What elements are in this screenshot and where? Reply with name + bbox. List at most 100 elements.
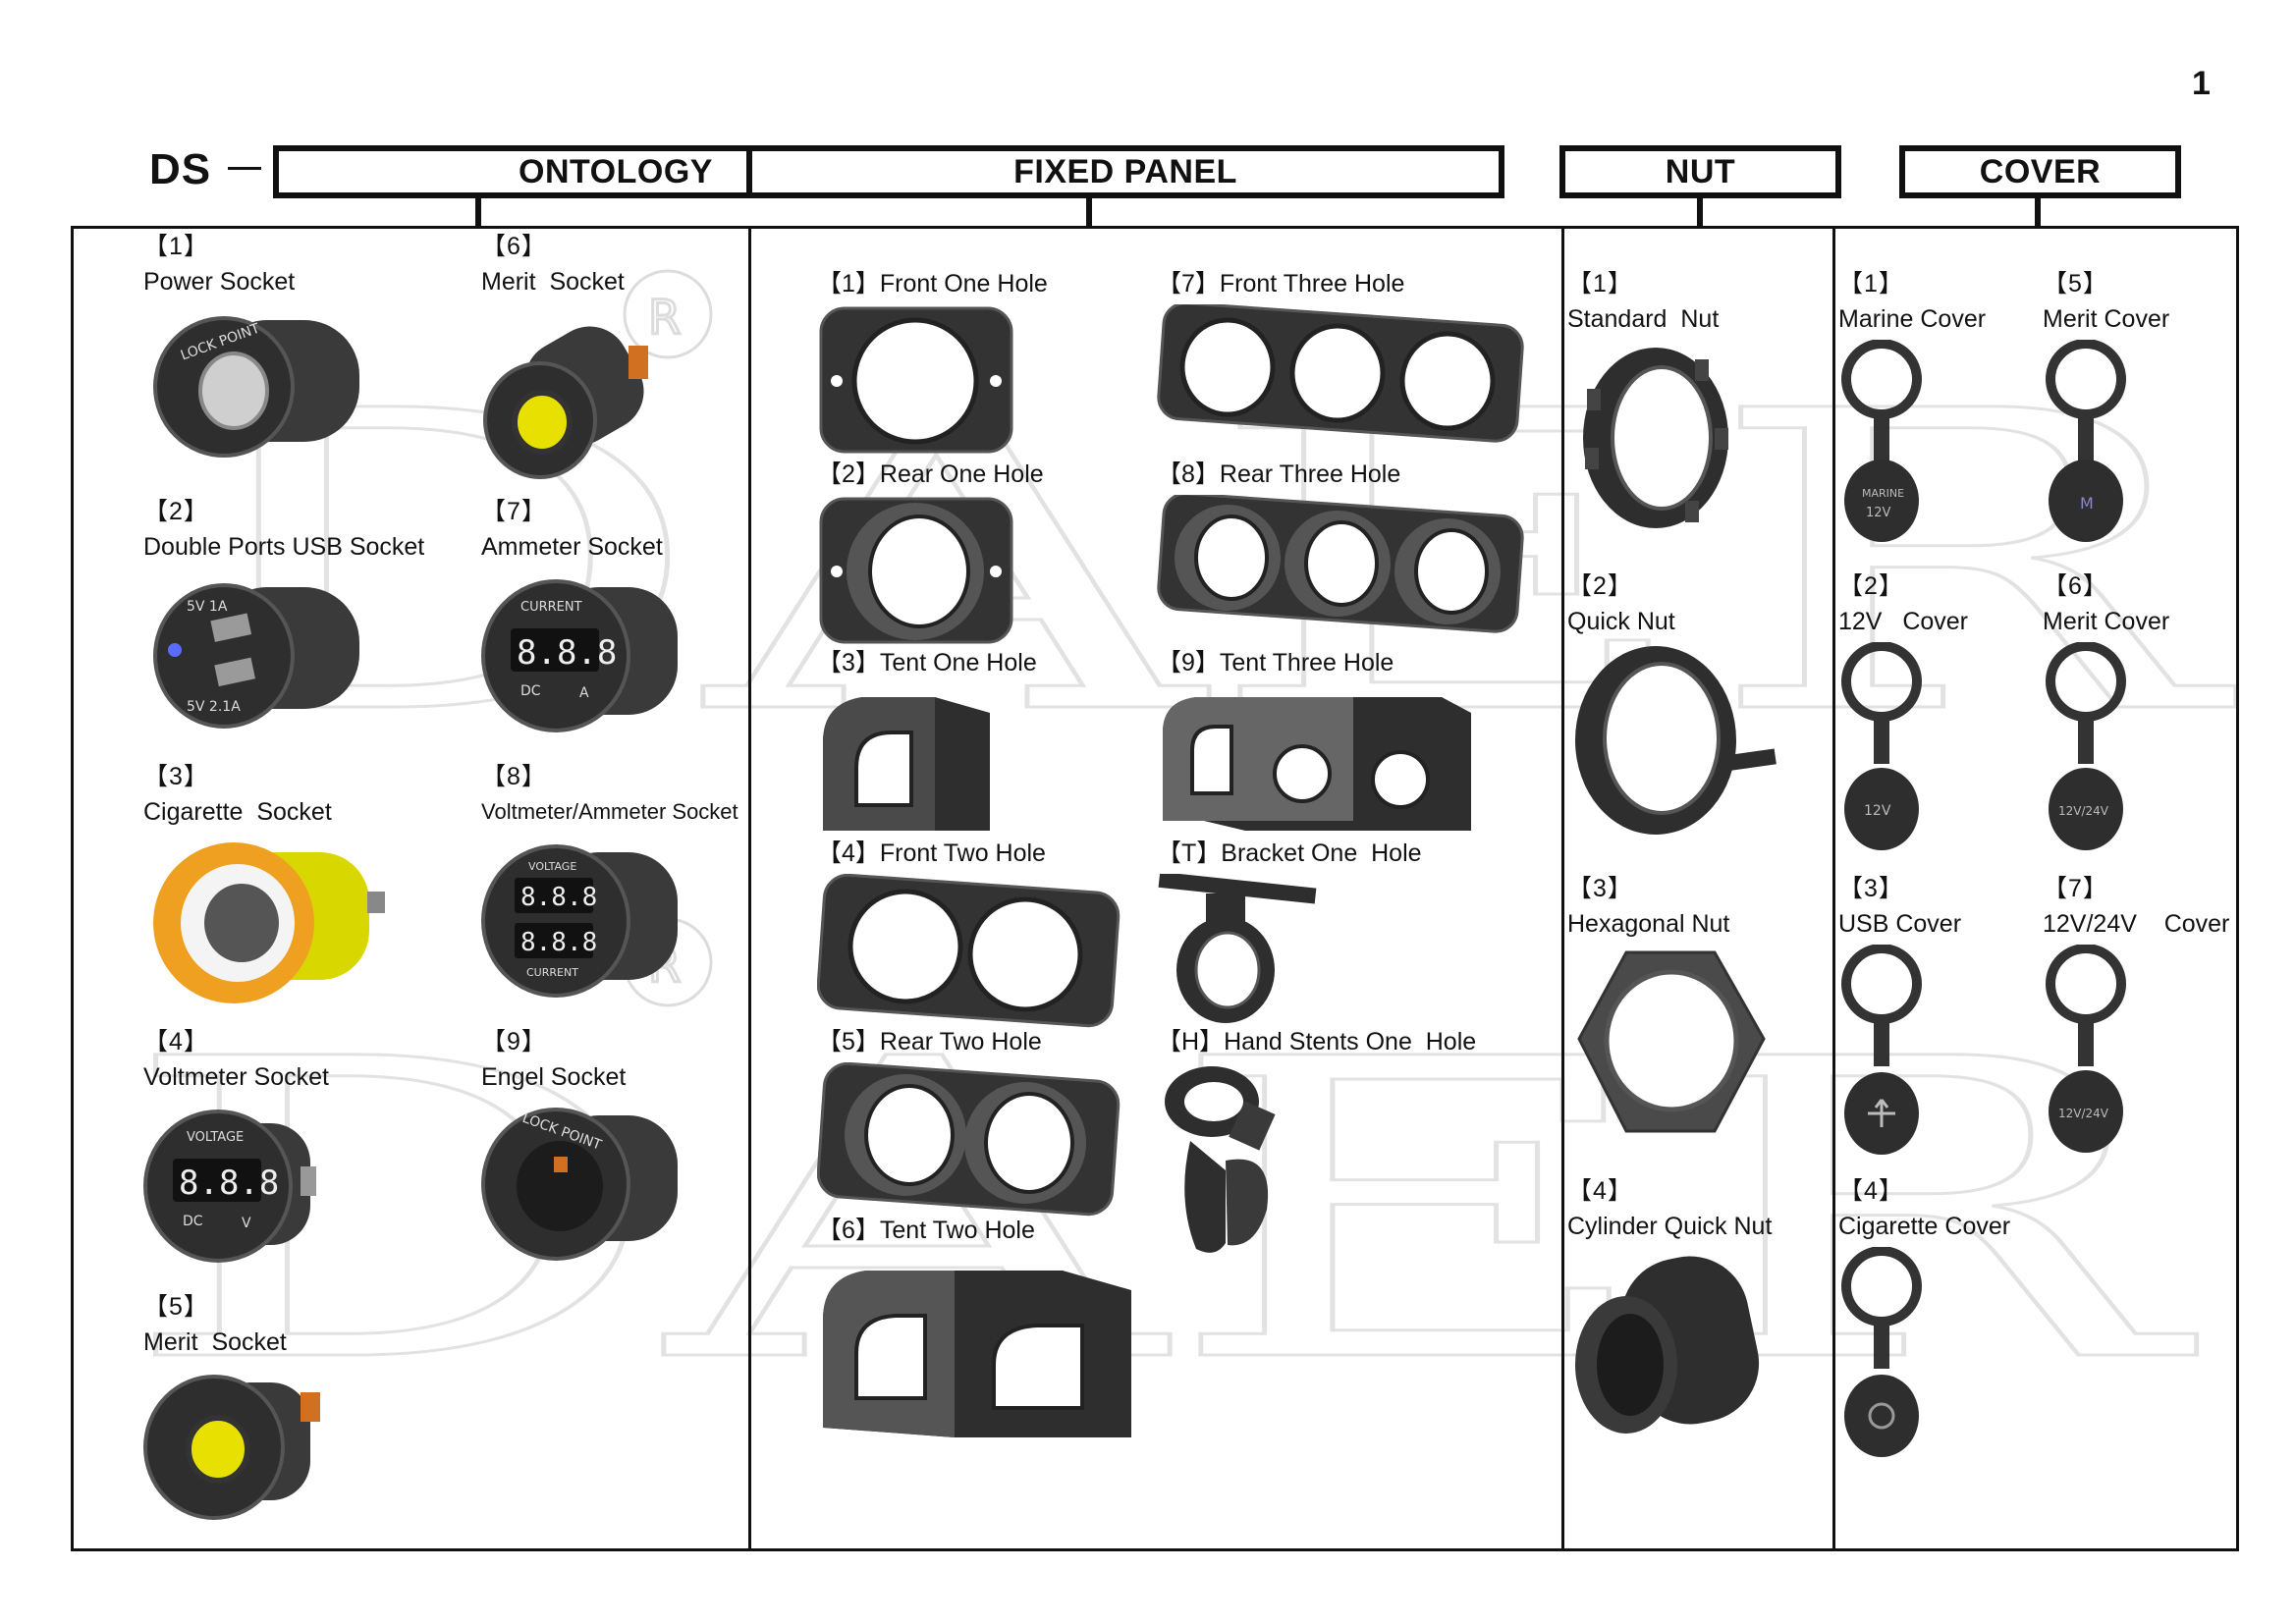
item-name: Rear One Hole (879, 460, 1044, 488)
cover-icon: M (2046, 340, 2126, 542)
item-number: 【1】 (143, 233, 209, 260)
cover-marking: MARINE (1862, 487, 1904, 500)
item-number: 【9】 (1157, 649, 1220, 677)
page-number: 1 (2192, 65, 2211, 102)
cover-icon: 12V (1841, 642, 1922, 850)
item-name: Quick Nut (1567, 608, 1675, 635)
item-number: 【2】 (817, 460, 880, 488)
item-number: 【7】 (1157, 270, 1220, 298)
item-name: Front Three Hole (1219, 270, 1405, 298)
tent-panel-icon (823, 1271, 1131, 1437)
nut-icon (1577, 950, 1766, 1133)
voltage-label: VOLTAGE (187, 1130, 244, 1145)
item-name: Tent One Hole (879, 649, 1037, 677)
header-connector (2035, 192, 2041, 228)
merit-socket-icon (143, 1375, 320, 1520)
item-number: 【6】 (2043, 572, 2108, 600)
display-digits: 8.8.8 (520, 883, 597, 912)
cover-item-12v-24v-cover: 【7】 12V/24V Cover 12V/24V (2043, 874, 2229, 1170)
voltage-label: VOLTAGE (528, 860, 576, 873)
item-number: 【3】 (143, 763, 209, 790)
cover-icon (1841, 945, 1922, 1155)
panel-item-front-one-hole: 【1】Front One Hole (817, 269, 1048, 461)
cover-item-12v-cover: 【2】 12V Cover 12V (1838, 571, 1968, 868)
usb-rating-21a: 5V 2.1A (187, 699, 241, 715)
cigarette-socket-icon (153, 842, 385, 1003)
section-header-nut: NUT (1559, 145, 1841, 198)
panel-icon (817, 874, 1121, 1028)
section-header-fixed-panel: FIXED PANEL (746, 145, 1504, 198)
panel-item-rear-one-hole: 【2】Rear One Hole (817, 460, 1044, 652)
item-name: Engel Socket (481, 1063, 627, 1091)
item-name: Power Socket (143, 268, 296, 296)
nut-icon (1583, 348, 1728, 528)
item-number: 【8】 (481, 763, 547, 790)
item-name: Rear Two Hole (879, 1028, 1042, 1056)
tent-panel-icon (823, 697, 990, 831)
cover-marking: 12V/24V (2058, 1107, 2109, 1120)
usb-rating-1a: 5V 1A (187, 599, 228, 615)
panel-icon (819, 306, 1013, 454)
item-name: Hexagonal Nut (1567, 910, 1730, 938)
column-divider (1832, 226, 1835, 1551)
item-number: 【3】 (1838, 875, 1904, 902)
item-number: 【3】 (817, 649, 880, 677)
current-label: CURRENT (520, 600, 582, 615)
cover-icon (1841, 1247, 1922, 1457)
cover-item-usb-cover: 【3】 USB Cover (1838, 874, 1961, 1170)
item-name: Merit Cover (2043, 608, 2170, 635)
item-name: Rear Three Hole (1219, 460, 1401, 488)
ontology-item-power-socket: 【1】 Power Socket LOCK POINT (143, 232, 389, 460)
item-name: Cylinder Quick Nut (1567, 1213, 1773, 1240)
nut-item-quick-nut: 【2】 Quick Nut (1567, 571, 1793, 848)
item-name: Tent Two Hole (879, 1217, 1035, 1244)
panel-item-bracket-one-hole: 【T】Bracket One Hole (1157, 839, 1422, 1031)
item-name: Merit Socket (481, 268, 625, 296)
item-name: Ammeter Socket (481, 533, 663, 561)
panel-item-hand-stents-one-hole: 【H】Hand Stents One Hole (1157, 1027, 1476, 1278)
item-number: 【5】 (817, 1028, 880, 1056)
dc-label: DC (183, 1214, 203, 1229)
item-number: 【2】 (1567, 572, 1633, 600)
cover-icon: MARINE 12V (1841, 340, 1922, 542)
bracket-icon (1158, 874, 1317, 1023)
ontology-item-ammeter-socket: 【7】 Ammeter Socket 8.8.8 CURRENT DC A (481, 497, 697, 744)
item-number: 【4】 (143, 1028, 209, 1056)
item-number: 【5】 (143, 1293, 209, 1321)
item-name: Merit Socket (143, 1328, 287, 1356)
display-digits: 8.8.8 (179, 1164, 279, 1203)
header-connector (1086, 192, 1092, 228)
cover-marking: 12V (1864, 803, 1891, 819)
panel-icon (1157, 495, 1524, 633)
unit-label: V (242, 1216, 251, 1231)
header-connector (475, 192, 481, 228)
item-number: 【7】 (2043, 875, 2108, 902)
item-name: Merit Cover (2043, 305, 2170, 333)
current-label: CURRENT (526, 966, 578, 979)
engel-socket-icon: LOCK POINT (481, 1108, 678, 1261)
panel-item-rear-three-hole: 【8】Rear Three Hole (1157, 460, 1530, 652)
item-name: Marine Cover (1838, 305, 1987, 333)
ammeter-socket-icon: 8.8.8 CURRENT DC A (481, 579, 678, 732)
item-number: 【9】 (481, 1028, 547, 1056)
panel-item-rear-two-hole: 【5】Rear Two Hole (817, 1027, 1121, 1219)
ontology-item-cigarette-socket: 【3】 Cigarette Socket (143, 762, 409, 1009)
cover-item-marine-cover: 【1】 Marine Cover MARINE 12V (1838, 269, 1986, 566)
item-name: Voltmeter Socket (143, 1063, 329, 1091)
item-number: 【4】 (1567, 1177, 1633, 1205)
cover-marking: 12V/24V (2058, 804, 2109, 818)
nut-item-hexagonal-nut: 【3】 Hexagonal Nut (1567, 874, 1783, 1141)
item-number: 【7】 (481, 498, 547, 525)
panel-item-front-three-hole: 【7】Front Three Hole (1157, 269, 1530, 461)
item-number: 【1】 (1567, 270, 1633, 298)
ontology-item-merit-socket: 【5】 Merit Socket (143, 1292, 340, 1530)
dc-label: DC (520, 683, 541, 699)
item-number: 【4】 (817, 839, 880, 867)
item-name: Front Two Hole (879, 839, 1046, 867)
panel-item-tent-one-hole: 【3】Tent One Hole (817, 648, 1037, 840)
item-name: Front One Hole (879, 270, 1048, 298)
item-name: Cigarette Socket (143, 798, 332, 826)
panel-item-front-two-hole: 【4】Front Two Hole (817, 839, 1121, 1031)
item-name: USB Cover (1838, 910, 1962, 938)
cover-icon: 12V/24V (2046, 642, 2126, 850)
